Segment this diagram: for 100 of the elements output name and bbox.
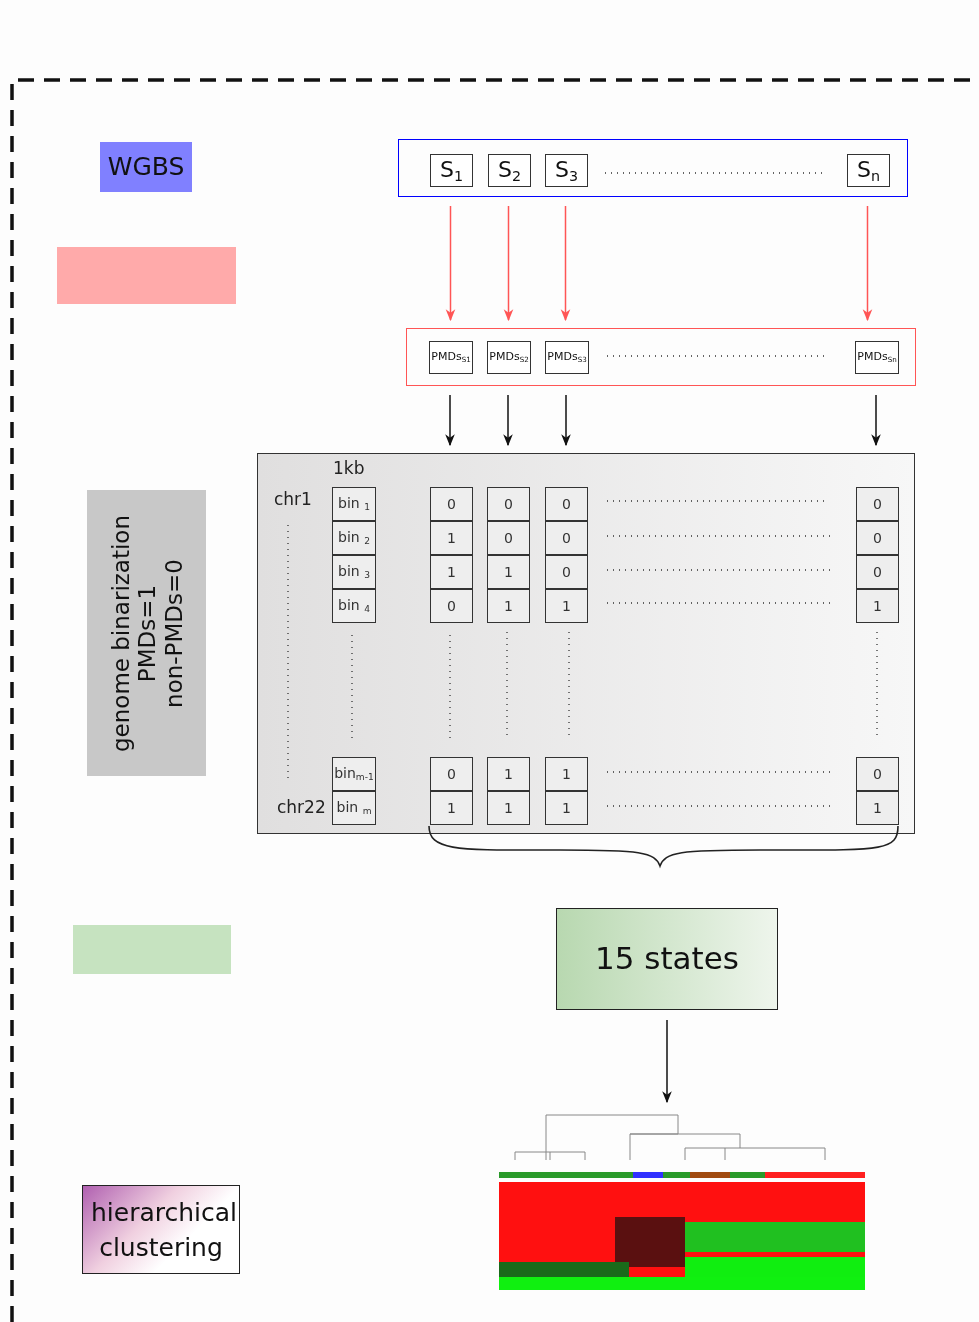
step-label [57,247,236,304]
bin-cell [332,757,376,791]
node-text: bin$_{m-1}$ [334,765,374,783]
value-cell [487,757,530,791]
node-text: 1 [447,799,456,817]
value-cell [430,791,473,825]
pmd-frame [406,328,916,386]
node-text: 1 [504,597,513,615]
arrow [862,205,873,322]
node-text: S$_{2}$ [497,157,522,184]
node-text: PMDs=1 [133,584,160,682]
step-label [100,142,192,192]
value-cell [856,487,899,521]
node-text: 0 [562,495,571,513]
step-label [82,1185,240,1274]
arrow [561,394,571,447]
value-cell [487,487,530,521]
node-text: 1 [873,799,882,817]
value-cell [430,589,473,623]
arrow [871,394,881,447]
sample-frame [398,139,908,197]
node-text: 1 [562,765,571,783]
node-text: PMDs$_{Sn}$ [857,351,897,364]
value-cell [856,791,899,825]
value-cell [487,589,530,623]
node-text: 0 [873,765,882,783]
value-cell [545,791,588,825]
node-text: 0 [504,495,513,513]
value-cell [545,589,588,623]
node-text: bin $_{m}$ [336,799,372,817]
sample-box [847,154,890,187]
value-cell [487,555,530,589]
value-cell [430,521,473,555]
axis-text: chr22 [277,797,326,817]
node-text: 1 [562,799,571,817]
value-cell [856,555,899,589]
node-text: hierarchical clustering [90,1196,235,1264]
node-text: non-PMDs=0 [159,558,187,708]
node-text: genome binarization [106,514,134,752]
bin-cell [332,589,376,623]
node-text: 1 [447,529,456,547]
node-text: 1 [504,563,513,581]
node-text: bin $_{3}$ [338,563,370,581]
value-cell [430,487,473,521]
node-text: 1 [562,597,571,615]
node-text: PMDs$_{S3}$ [547,351,587,364]
node-text: PMDs$_{S1}$ [431,351,471,364]
node-text: S$_{1}$ [439,157,464,184]
node-text: S$_{3}$ [554,157,579,184]
node-text: 1 [504,765,513,783]
node-text: bin $_{4}$ [338,597,370,615]
node-text: WGBS [107,152,185,182]
axis-text: 1kb [333,458,365,478]
model-box [556,908,778,1010]
node-text: S$_{n}$ [857,157,880,184]
bin-cell [332,555,376,589]
bin-cell [332,791,376,825]
pmd-box [429,341,473,374]
value-cell [856,757,899,791]
sample-box [488,154,531,187]
value-cell [545,487,588,521]
value-cell [430,757,473,791]
node-text: 0 [504,529,513,547]
node-text: 0 [873,563,882,581]
arrow [445,394,455,447]
node-text: 15 states [595,941,739,977]
arrow [445,205,456,322]
arrow [662,1019,672,1104]
value-cell [430,555,473,589]
node-text: 0 [562,529,571,547]
node-text: bin $_{2}$ [338,529,370,547]
value-cell [487,521,530,555]
value-cell [856,589,899,623]
value-cell [487,791,530,825]
node-text: bin $_{1}$ [338,495,370,513]
value-cell [545,521,588,555]
node-text: 0 [447,765,456,783]
pmd-box [545,341,589,374]
node-text: 0 [447,495,456,513]
node-text: 0 [873,529,882,547]
arrow [560,205,571,322]
node-text: 1 [873,597,882,615]
arrow [503,394,513,447]
pmd-box [855,341,899,374]
step-label [87,490,206,776]
binarization-panel [257,453,915,834]
step-label [73,925,231,974]
axis-text: chr1 [274,489,312,509]
value-cell [545,555,588,589]
bin-cell [332,487,376,521]
node-text: 0 [562,563,571,581]
node-text: 0 [447,597,456,615]
arrow [503,205,514,322]
value-cell [856,521,899,555]
value-cell [545,757,588,791]
node-text: 1 [504,799,513,817]
node-text: PMDs$_{S2}$ [489,351,529,364]
sample-box [545,154,588,187]
node-text: 0 [873,495,882,513]
pmd-box [487,341,531,374]
